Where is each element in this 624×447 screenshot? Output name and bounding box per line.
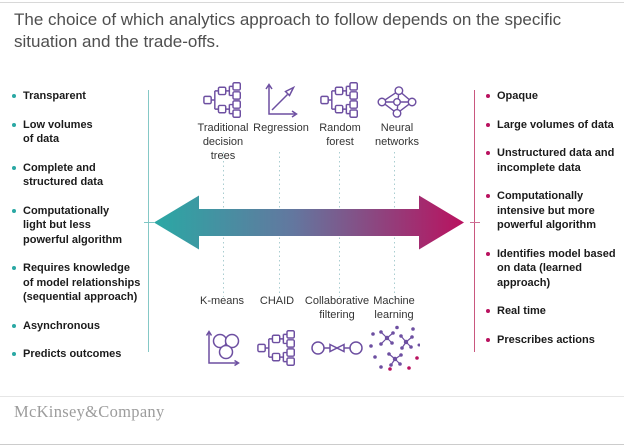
bullet-text: Large volumes of data — [497, 118, 614, 131]
bullet-dot — [486, 194, 490, 199]
method-label: Random forest — [319, 122, 361, 149]
decision-tree-icon — [203, 82, 241, 118]
method-collaborative-filtering: Collaborative filtering — [297, 294, 377, 371]
method-label: Traditional decision trees — [197, 122, 249, 163]
bullet-dot — [12, 323, 16, 328]
footer-brand: McKinsey&Company — [14, 402, 165, 421]
right-divider-line — [474, 90, 475, 352]
method-label: Neural networks — [374, 122, 420, 149]
list-item: Requires knowledge of model relationship… — [12, 261, 152, 305]
bullet-text: Opaque — [497, 90, 538, 102]
list-item: Large volumes of data — [486, 118, 618, 133]
list-item: Prescribes actions — [486, 333, 618, 348]
bottom-border-line — [0, 444, 624, 445]
footer-separator-line — [0, 396, 624, 397]
bullet-text: Real time — [497, 305, 546, 318]
bullet-text: Unstructured data and incomplete data — [497, 147, 615, 174]
method-chaid: CHAID — [243, 294, 311, 371]
right-tick — [470, 222, 480, 223]
list-item: Transparent — [12, 89, 152, 104]
method-label: Regression — [253, 122, 309, 134]
bullet-text: Prescribes actions — [497, 333, 595, 346]
bullet-text: Requires knowledge of model relationship… — [23, 262, 141, 304]
method-random-forest: Random forest — [306, 80, 374, 149]
bullet-dot — [486, 94, 490, 98]
list-item: Opaque — [486, 89, 618, 104]
method-neural-networks: Neural networks — [363, 80, 431, 149]
bullet-dot — [486, 122, 490, 127]
list-item: Computationally intensive but more power… — [486, 189, 618, 233]
list-item: Complete and structured data — [12, 161, 152, 190]
bullet-dot — [486, 151, 490, 156]
right-criteria-panel: Opaque Large volumes of data Unstructure… — [486, 89, 618, 361]
list-item: Identifies model based on data (learned … — [486, 247, 618, 291]
method-label: Machine learning — [373, 295, 415, 322]
left-divider-line — [148, 90, 149, 352]
bullet-text: Computationally light but less powerful … — [23, 204, 122, 246]
bullet-text: Transparent — [23, 90, 86, 102]
bullet-dot — [486, 251, 490, 256]
chaid-icon — [257, 330, 295, 366]
list-item: Unstructured data and incomplete data — [486, 146, 618, 175]
method-k-means: K-means — [186, 294, 258, 371]
bullet-dot — [12, 122, 16, 127]
bullet-dot — [12, 165, 16, 170]
bullet-dot — [486, 337, 490, 342]
tradeoff-spectrum-arrow — [154, 194, 464, 256]
method-label: CHAID — [259, 295, 295, 307]
method-label: Collaborative filtering — [304, 295, 370, 322]
page-title: The choice of which analytics approach t… — [14, 10, 562, 52]
regression-icon — [265, 83, 298, 118]
left-criteria-panel: Transparent Low volumes of data Complete… — [12, 89, 152, 376]
list-item: Computationally light but less powerful … — [12, 204, 152, 248]
bullet-text: Low volumes of data — [23, 118, 93, 146]
list-item: Real time — [486, 304, 618, 319]
method-label: K-means — [199, 295, 245, 307]
list-item: Predicts outcomes — [12, 347, 152, 362]
bullet-dot — [12, 208, 16, 213]
bullet-dot — [486, 309, 490, 314]
bullet-text: Identifies model based on data (learned … — [497, 247, 616, 289]
bullet-text: Complete and structured data — [23, 161, 104, 189]
bullet-text: Asynchronous — [23, 319, 101, 332]
random-forest-icon — [320, 82, 358, 118]
left-tick — [144, 222, 154, 223]
bullet-text: Predicts outcomes — [23, 348, 122, 361]
neural-network-icon — [377, 86, 417, 118]
bullet-dot — [12, 352, 16, 357]
method-regression: Regression — [243, 80, 319, 135]
bullet-dot — [12, 94, 16, 98]
collaborative-filtering-icon — [311, 341, 363, 355]
bullet-text: Computationally intensive but more power… — [497, 190, 596, 232]
machine-learning-icon — [369, 325, 420, 371]
list-item: Low volumes of data — [12, 118, 152, 147]
k-means-icon — [205, 330, 240, 367]
top-border-line — [0, 2, 624, 3]
method-traditional-decision-trees: Traditional decision trees — [187, 80, 259, 163]
list-item: Asynchronous — [12, 319, 152, 334]
method-machine-learning: Machine learning — [361, 294, 427, 371]
bullet-dot — [12, 266, 16, 271]
